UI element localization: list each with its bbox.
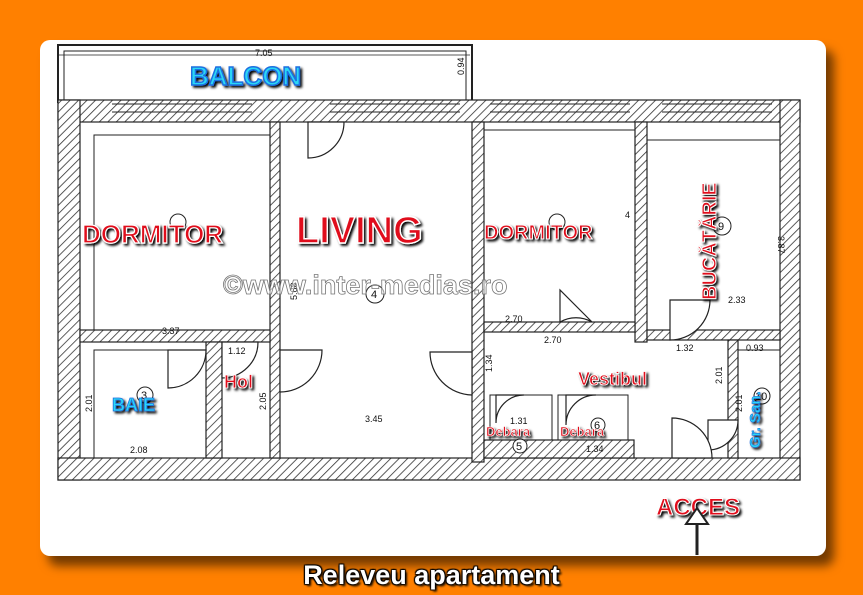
dim-vestibul-width: 1.32 (676, 343, 694, 353)
balcony-door-icon (307, 121, 345, 159)
dim-vestibul-height: 1.34 (484, 354, 494, 372)
room-number-labels: 4 9 3 10 5 6 (141, 221, 767, 453)
room-number-bucatarie: 9 (718, 221, 724, 233)
dim-hol-height: 2.05 (258, 392, 268, 410)
room-number-living: 4 (371, 289, 377, 301)
door-icon (429, 351, 473, 396)
dim-gr-san-h1: 2.01 (714, 366, 724, 384)
door-icon (221, 341, 259, 379)
label-balcon: BALCON (190, 61, 301, 91)
dimensions: 7.05 0.94 3.37 5.88 3.45 1.12 2.08 2.01 … (84, 48, 786, 455)
room-outlines (93, 103, 781, 459)
room-labels: BALCON DORMITOR LIVING DORMITOR BUCĂTĂRI… (81, 60, 764, 521)
door-icon (495, 394, 525, 424)
dim-dormitor-right-height: 4 (625, 210, 630, 220)
dim-bucatarie-height: 3.87 (776, 236, 786, 254)
door-icon (565, 394, 597, 426)
door-icon (669, 299, 711, 341)
label-baie: BAIE (112, 395, 155, 415)
dim-baie-height: 2.01 (84, 394, 94, 412)
entrance-door-icon (671, 417, 713, 459)
label-hol: Hol (224, 372, 253, 392)
dim-dormitor-right-2: 2.70 (544, 335, 562, 345)
room-numbers (136, 213, 771, 454)
dim-baie-width: 2.08 (130, 445, 148, 455)
dim-living-width: 3.45 (365, 414, 383, 424)
label-acces: ACCES (656, 494, 740, 521)
label-dormitor-left: DORMITOR (82, 219, 223, 249)
label-living: LIVING (296, 210, 423, 252)
dim-living-height: 5.88 (289, 282, 299, 300)
dim-debara-2: 1.34 (586, 444, 604, 454)
label-gr-san: Gr. San. (747, 391, 764, 448)
dim-balcony-width: 7.05 (255, 48, 273, 58)
caption: Releveu apartament (303, 560, 560, 590)
room-number-debara-1: 5 (516, 441, 522, 453)
label-debara-2: Debara (560, 424, 605, 439)
watermark-text: ©www.inter-medias.ro (223, 270, 507, 300)
door-icon (167, 349, 207, 389)
door-icon (279, 349, 323, 393)
label-vestibul: Vestibul (578, 369, 647, 389)
room-number-gr-san: 10 (755, 391, 767, 403)
entrance-arrow-icon (684, 506, 710, 555)
dim-dormitor-left: 3.37 (162, 326, 180, 336)
doors (167, 121, 739, 459)
dim-gr-san-width: 0.93 (746, 343, 764, 353)
label-bucatarie: BUCĂTĂRIE (698, 182, 721, 300)
dim-debara-1: 1.31 (510, 416, 528, 426)
room-number-baie: 3 (141, 390, 147, 402)
dim-hol-width: 1.12 (228, 346, 246, 356)
dim-balcony-depth: 0.94 (456, 57, 466, 75)
door-icon (559, 288, 593, 324)
label-dormitor-right: DORMITOR (484, 222, 593, 244)
label-debara-1: Debara (486, 424, 531, 439)
dim-dormitor-right-1: 2.70 (505, 314, 523, 324)
room-number-debara-2: 6 (594, 420, 600, 432)
dim-gr-san-h2: 2.01 (734, 394, 744, 412)
dim-bucatarie-width: 2.33 (728, 295, 746, 305)
